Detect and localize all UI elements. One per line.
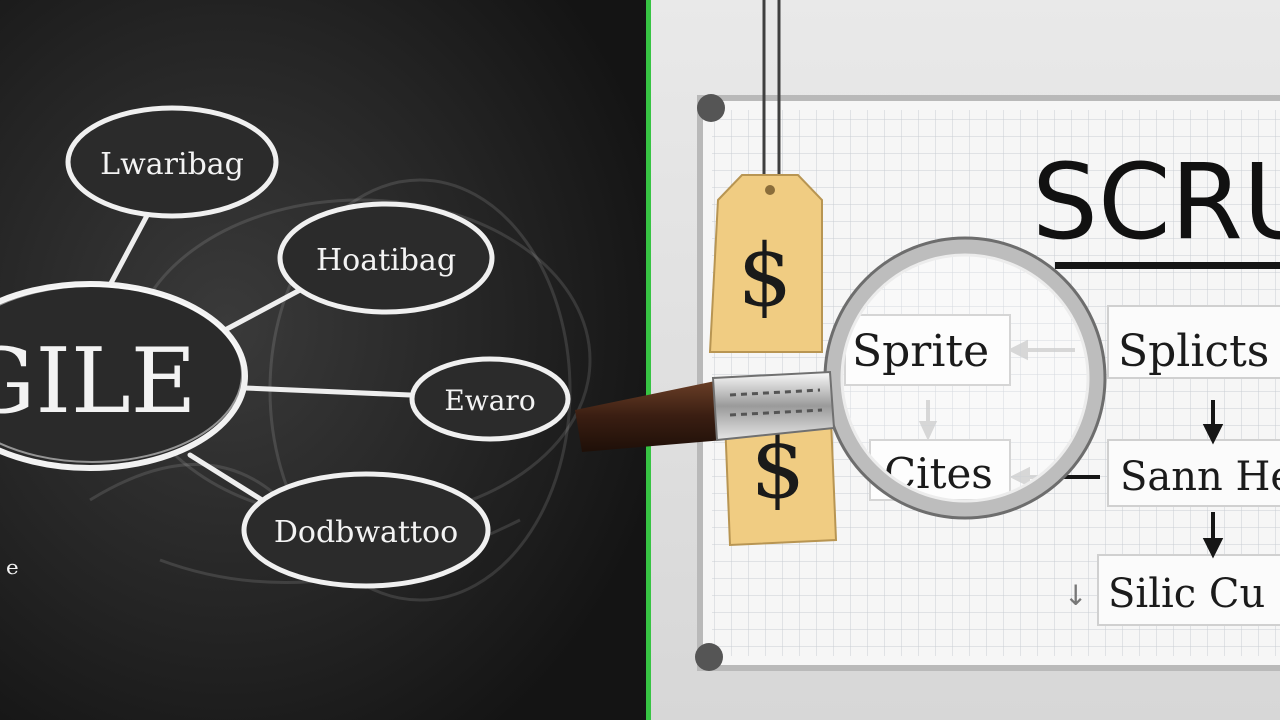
scrum-box: Sann He [1107, 439, 1280, 507]
mindmap-bubble: Ewaro [409, 356, 571, 442]
svg-text:Hoatibag: Hoatibag [316, 243, 456, 278]
svg-text:Lwaribag: Lwaribag [100, 147, 244, 182]
mindmap-bubble: Dodbwattoo [241, 471, 491, 589]
svg-text:Splicts: Splicts [1118, 326, 1269, 377]
chalkboard-panel: GILE Lwaribag Hoatibag Ewaro Dodbwattoo … [0, 0, 648, 720]
svg-text:Ewaro: Ewaro [444, 384, 535, 417]
scrum-title: SCRU [1032, 141, 1280, 263]
mindmap-bubble: Hoatibag [277, 201, 495, 315]
panel-divider [646, 0, 651, 720]
board-pin [697, 94, 725, 122]
magnifier-rim [824, 237, 1106, 519]
dollar-symbol: $ [738, 226, 793, 326]
agile-center-bubble: GILE [0, 281, 248, 471]
price-tag: $ [708, 174, 823, 353]
mindmap-connectors [107, 207, 413, 508]
svg-text:Sann He: Sann He [1120, 454, 1280, 500]
agile-center-word: GILE [0, 329, 196, 434]
tag-string [762, 0, 781, 175]
scrum-box: Splicts [1107, 305, 1280, 379]
magnifier-lens: Sprite Cites [823, 236, 1107, 520]
svg-text:Sprite: Sprite [852, 326, 989, 377]
scrum-box: Sprite [844, 314, 1011, 386]
corner-scribble: ᵉ [6, 554, 19, 594]
title-underline [1055, 262, 1280, 269]
svg-text:Dodbwattoo: Dodbwattoo [274, 515, 458, 550]
scrum-box: Silic Cu [1097, 554, 1280, 626]
svg-text:Silic Cu: Silic Cu [1108, 571, 1265, 617]
mindmap-bubble: Lwaribag [65, 105, 279, 219]
magnifier-handle [575, 370, 836, 452]
svg-text:↓: ↓ [1064, 579, 1087, 612]
board-pin [695, 643, 723, 671]
whiteboard-panel: SCRU Splicts Sann He Silic Cu ↓ [651, 0, 1280, 720]
